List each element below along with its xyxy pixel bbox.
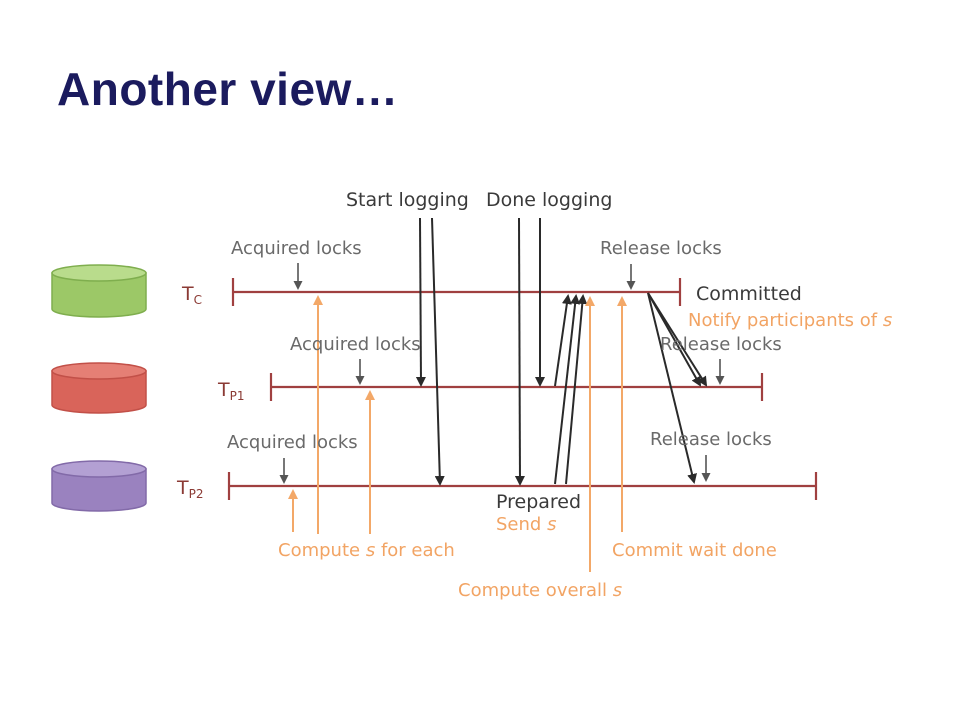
- tp2-label: TP2: [176, 477, 203, 501]
- tp1-label: TP1: [217, 379, 244, 403]
- prepared-tp2-arrow-a: [554, 294, 581, 485]
- prepared-label: Prepared: [496, 491, 581, 513]
- release-locks-tc-label: Release locks: [600, 238, 722, 259]
- prepared-tp1-arrow: [554, 294, 572, 387]
- start-logging-arrow-tp1: [415, 217, 426, 387]
- acquired-locks-tp2-label: Acquired locks: [227, 432, 358, 453]
- tc-label: TC: [181, 283, 202, 307]
- release-locks-tp1-label: Release locks: [660, 334, 782, 355]
- compute-s-for-each-label: Compute s for each: [278, 540, 455, 561]
- done-logging-label: Done logging: [486, 189, 612, 211]
- send-s-label: Send s: [496, 514, 556, 535]
- commit-wait-done-label: Commit wait done: [612, 540, 777, 561]
- acquired-locks-tp1-label: Acquired locks: [290, 334, 421, 355]
- notify-tp2-arrow: [647, 292, 697, 484]
- compute-overall-s-label: Compute overall s: [458, 580, 622, 601]
- participant1-database-icon: [51, 362, 147, 414]
- coordinator-database-icon: [51, 264, 147, 318]
- done-logging-arrow-tp2: [514, 217, 525, 486]
- start-logging-arrow-tp2: [431, 217, 445, 486]
- slide-title: Another view…: [57, 63, 399, 115]
- tp1-timeline: [269, 373, 764, 401]
- notify-participants-label: Notify participants of s: [688, 310, 892, 331]
- acquired-locks-tc-label: Acquired locks: [231, 238, 362, 259]
- tc-timeline: [231, 278, 682, 306]
- tp2-timeline: [227, 472, 818, 500]
- committed-label: Committed: [696, 283, 802, 305]
- notify-tp1-arrow-b: [647, 292, 708, 387]
- release-locks-tp2-label: Release locks: [650, 429, 772, 450]
- participant2-database-icon: [51, 460, 147, 512]
- start-logging-label: Start logging: [346, 189, 469, 211]
- prepared-tp2-arrow-b: [565, 294, 588, 485]
